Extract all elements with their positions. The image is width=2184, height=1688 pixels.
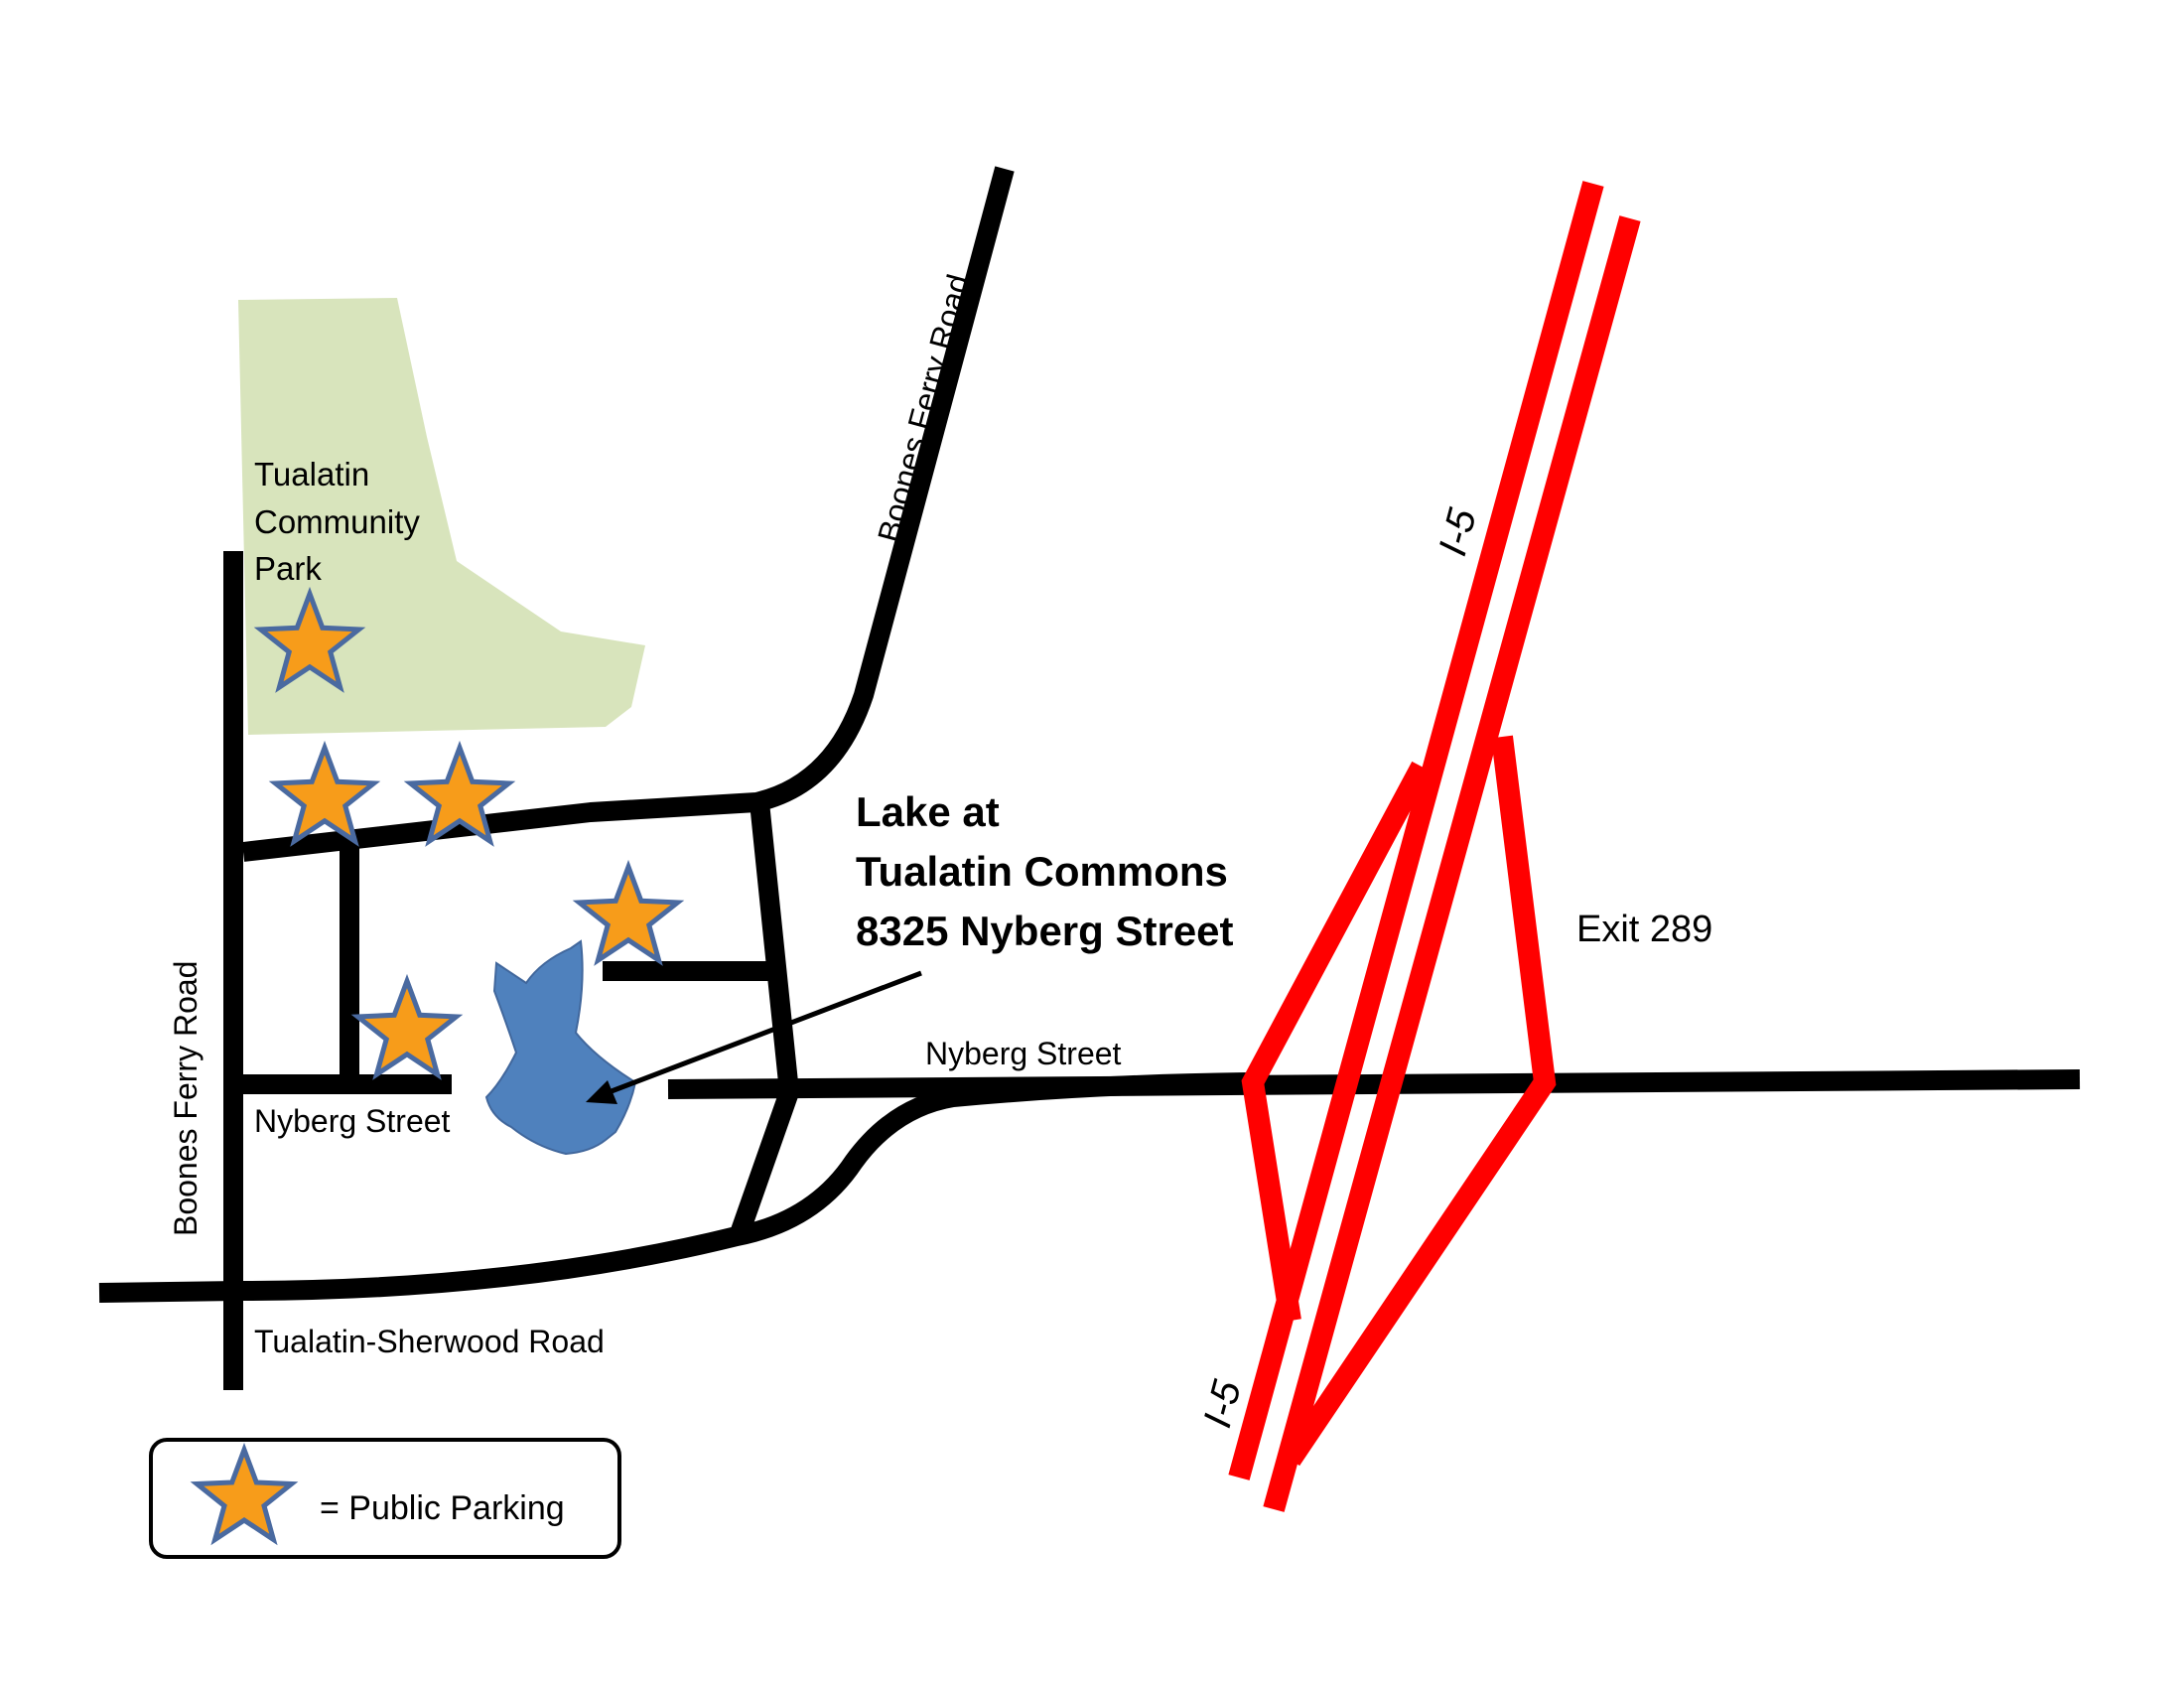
park-label: Tualatin Community Park	[254, 456, 429, 587]
exit-ramp-east	[1281, 735, 1557, 1467]
parking-star-icon-1	[253, 586, 366, 693]
destination-line-2: Tualatin Commons	[856, 848, 1228, 895]
tualatin-sherwood-road-label: Tualatin-Sherwood Road	[254, 1324, 605, 1359]
i5-southbound	[1263, 215, 1641, 1512]
park-label-line-1: Tualatin	[254, 456, 369, 492]
exit-label: Exit 289	[1576, 909, 1712, 950]
interstate-5	[1228, 181, 1641, 1512]
parking-star-icon-5	[350, 973, 464, 1080]
parking-star-icon-2	[268, 740, 381, 847]
parking-star-icon-3	[403, 740, 516, 847]
parking-star-icon-4	[572, 859, 685, 966]
destination-label: Lake at Tualatin Commons 8325 Nyberg Str…	[856, 788, 1240, 954]
road-nyberg-east	[667, 1069, 2081, 1099]
nyberg-street-label-east: Nyberg Street	[925, 1036, 1122, 1071]
legend: = Public Parking	[149, 1438, 621, 1559]
i5-northbound	[1228, 181, 1604, 1480]
star-icon	[190, 1442, 299, 1546]
destination-line-3: 8325 Nyberg Street	[856, 908, 1234, 954]
road-commons-cross	[728, 800, 799, 1243]
nyberg-street-label-west: Nyberg Street	[254, 1103, 451, 1139]
road-boones-ferry-north	[241, 166, 1015, 862]
legend-label: = Public Parking	[320, 1489, 565, 1527]
local-roads	[98, 166, 2081, 1390]
boones-ferry-road-label-west: Boones Ferry Road	[168, 961, 204, 1236]
legend-star-shape	[190, 1442, 299, 1546]
park-label-line-3: Park	[254, 550, 322, 587]
destination-line-1: Lake at	[856, 788, 1000, 835]
i5-label-south: I-5	[1195, 1375, 1250, 1432]
park-label-line-2: Community	[254, 503, 420, 540]
community-park-area	[238, 298, 645, 735]
parking-stars	[253, 586, 685, 1080]
destination-arrow	[586, 970, 922, 1104]
exit-ramp-west	[1241, 761, 1432, 1323]
i5-label-north: I-5	[1431, 503, 1485, 560]
